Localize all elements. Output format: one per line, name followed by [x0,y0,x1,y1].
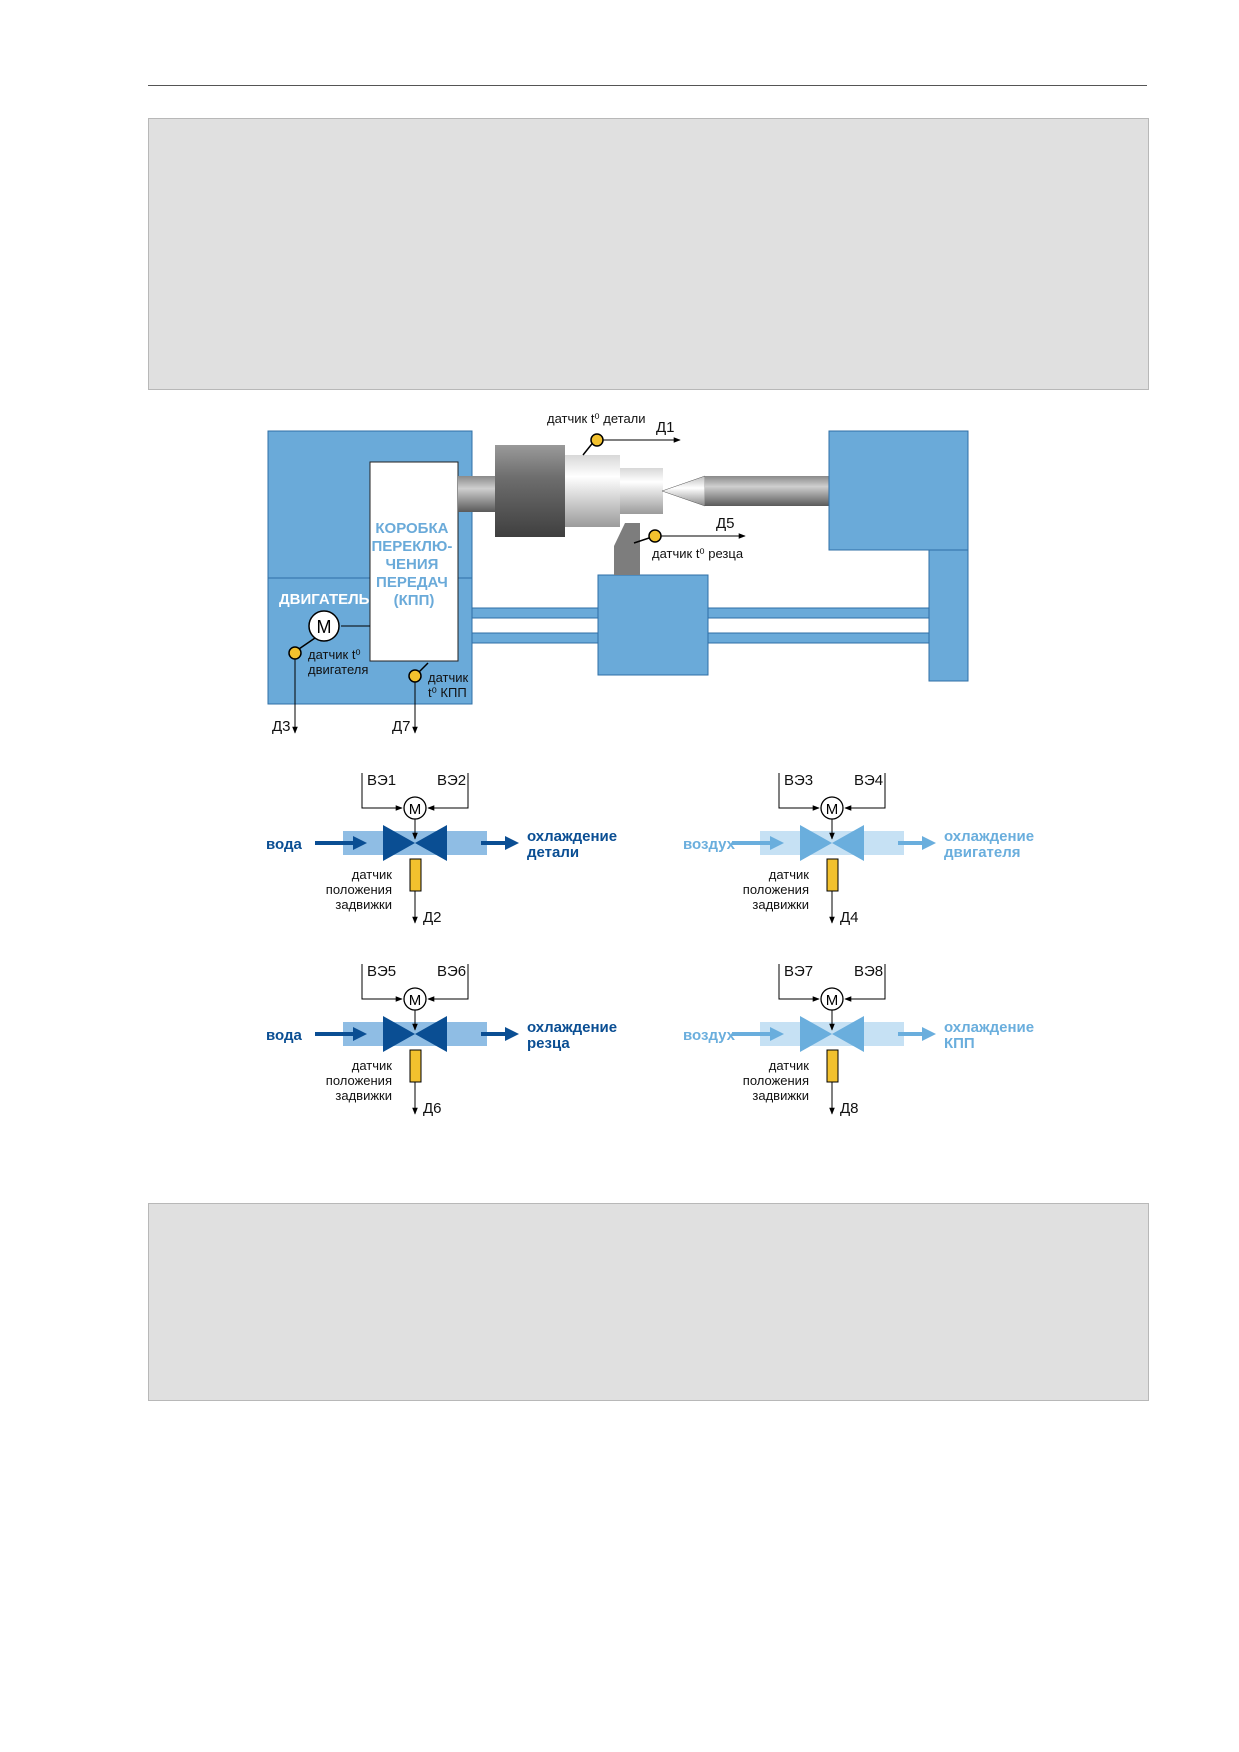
gearbox-temp-sensor-label: датчик t⁰ КПП [428,670,472,700]
ve-left-line [361,773,403,811]
valve-body-left [383,825,415,861]
ve-right-label: ВЭ2 [437,772,466,789]
ve-right-line [427,773,469,811]
spindle [458,476,498,512]
outflow-arrow-head [922,836,936,850]
part-temp-sensor [590,433,604,447]
inflow-arrow-head [353,836,367,850]
header-rule [148,85,1147,86]
chuck-nose [620,468,663,514]
d3-label: Д3 [272,718,291,735]
valve-body-left [383,1016,415,1052]
ve-right-line [844,773,886,811]
output-label: Д4 [840,909,859,926]
ve-left-line [361,964,403,1002]
cutter [614,523,640,575]
ve-left-label: ВЭ3 [784,772,813,789]
position-sensor [826,858,839,892]
cutter-temp-sensor-label: датчик t⁰ резца [652,546,744,561]
valve-body-right [415,825,447,861]
valve-motor-symbol: M [409,801,422,818]
outflow-arrow-head [505,836,519,850]
chuck-rear [495,445,565,537]
valve-body-right [415,1016,447,1052]
ve-left-label: ВЭ5 [367,963,396,980]
medium-label: вода [266,836,303,853]
bottom-gray-panel [148,1203,1149,1401]
gearbox [369,461,459,662]
position-sensor [409,1049,422,1083]
d1-label: Д1 [656,419,675,436]
medium-label: вода [266,1027,303,1044]
top-gray-panel [148,118,1149,390]
outflow-arrow-head [505,1027,519,1041]
gearbox-temp-sensor [408,669,422,683]
ve-right-label: ВЭ6 [437,963,466,980]
inflow-arrow-head [353,1027,367,1041]
chuck-front [565,455,620,527]
part-temp-sensor-label: датчик t⁰ детали [547,411,646,426]
d7-label: Д7 [392,718,411,735]
d5-label: Д5 [716,515,735,532]
output-label: Д2 [423,909,442,926]
outflow-arrow-head [922,1027,936,1041]
valve-motor-symbol: M [409,992,422,1009]
ve-left-label: ВЭ7 [784,963,813,980]
engine-motor-symbol: M [317,617,332,637]
valve-motor [820,796,844,820]
inflow-arrow-head [770,836,784,850]
output-label: Д8 [840,1100,859,1117]
valve-motor [820,987,844,1011]
ve-right-label: ВЭ8 [854,963,883,980]
medium-label: воздух [683,1027,736,1044]
guide-rails [471,607,930,644]
engine-temp-sensor [288,646,302,660]
valve-motor-symbol: M [826,801,839,818]
tailstock-column [928,549,969,682]
output-label: Д6 [423,1100,442,1117]
valve-body-right [832,1016,864,1052]
valve-motor [403,987,427,1011]
cutter-temp-sensor [648,529,662,543]
valve-motor [403,796,427,820]
valve-motor-symbol: M [826,992,839,1009]
ve-right-line [844,964,886,1002]
inflow-arrow-head [770,1027,784,1041]
carriage [597,574,709,676]
position-sensor [826,1049,839,1083]
tailstock-quill [705,476,829,506]
valve-body-left [800,1016,832,1052]
position-sensor [409,858,422,892]
ve-right-label: ВЭ4 [854,772,883,789]
engine-motor [308,610,340,642]
ve-left-label: ВЭ1 [367,772,396,789]
tailstock-upper [828,430,969,551]
engine-label: ДВИГАТЕЛЬ [279,591,370,608]
medium-label: воздух [683,836,736,853]
valve-body-left [800,825,832,861]
engine-temp-sensor-label: датчик t⁰ двигателя [308,647,368,677]
ve-right-line [427,964,469,1002]
ve-left-line [778,773,820,811]
valve-body-right [832,825,864,861]
ve-left-line [778,964,820,1002]
gearbox-label: КОРОБКА ПЕРЕКЛЮ- ЧЕНИЯ ПЕРЕДАЧ (КПП) [371,520,456,609]
